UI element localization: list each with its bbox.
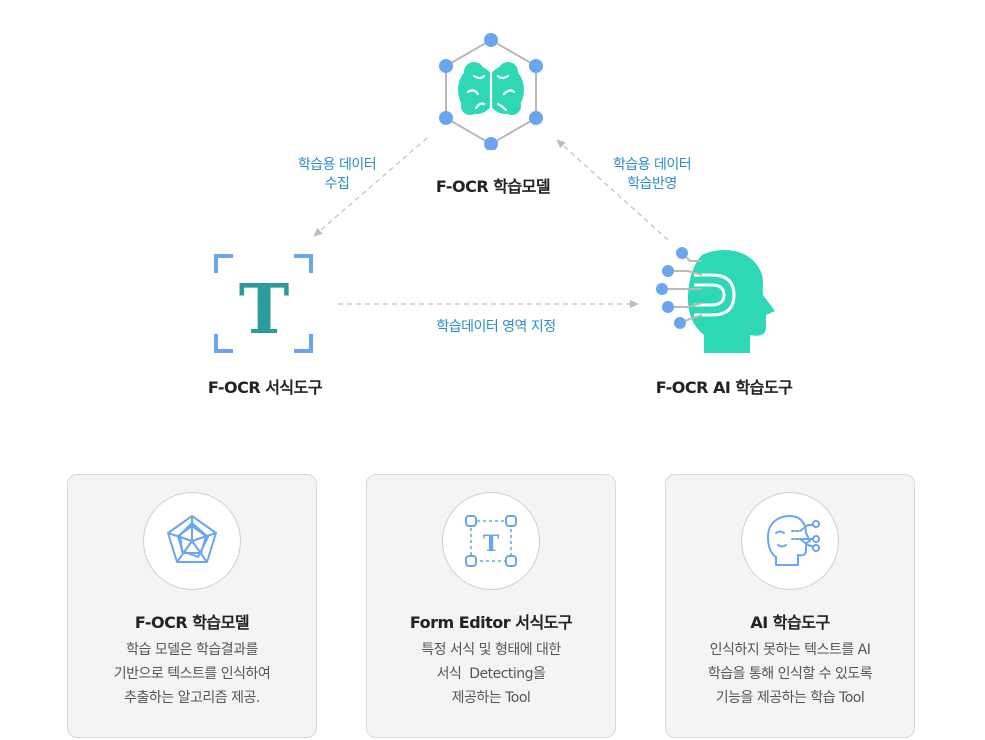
card-desc-line: 인식하지 못하는 텍스트를 AI xyxy=(709,642,871,658)
edge-region-label: 학습데이터 영역 지정 xyxy=(436,319,556,335)
card-desc-line: 특정 서식 및 형태에 대한 xyxy=(421,642,561,658)
card-desc-line: 기능을 제공하는 학습 Tool xyxy=(715,690,865,706)
node-format-tool-label: F-OCR 서식도구 xyxy=(207,378,323,397)
card-icon-circle xyxy=(741,492,839,590)
brain-network-icon xyxy=(439,33,543,150)
svg-text:T: T xyxy=(483,531,500,557)
card-title: F-OCR 학습모델 xyxy=(134,613,250,632)
card-icon-circle: T xyxy=(442,492,540,590)
svg-text:T: T xyxy=(239,270,290,350)
card-title: AI 학습도구 xyxy=(750,613,830,632)
card-desc-line: 기반으로 텍스트를 인식하여 xyxy=(113,666,271,682)
card-icon-circle xyxy=(143,492,241,590)
diagram-connectors xyxy=(313,137,669,308)
card-form-editor: T Form Editor 서식도구 특정 서식 및 형태에 대한 서식 Det… xyxy=(366,474,616,738)
card-description: 학습 모델은 학습결과를 기반으로 텍스트를 인식하여 추출하는 알고리즘 제공… xyxy=(68,638,316,710)
edge-collect-label: 학습용 데이터 수집 xyxy=(282,156,392,194)
ai-face-icon xyxy=(767,515,820,566)
edge-collect-line xyxy=(313,137,428,237)
radar-chart-icon xyxy=(167,515,217,563)
edge-reflect-label: 학습용 데이터 학습반영 xyxy=(597,156,707,194)
card-desc-line: 서식 Detecting을 xyxy=(436,666,546,682)
card-title: Form Editor 서식도구 xyxy=(409,613,573,632)
edge-collect-line1: 학습용 데이터 xyxy=(297,157,377,173)
card-description: 인식하지 못하는 텍스트를 AI 학습을 통해 인식할 수 있도록 기능을 제공… xyxy=(666,638,914,710)
ai-head-icon xyxy=(656,247,775,353)
card-ai-tool: AI 학습도구 인식하지 못하는 텍스트를 AI 학습을 통해 인식할 수 있도… xyxy=(665,474,915,738)
text-frame-icon: T xyxy=(214,254,313,353)
card-desc-line: 학습을 통해 인식할 수 있도록 xyxy=(707,666,873,682)
text-select-icon: T xyxy=(465,515,517,567)
node-ai-tool-label: F-OCR AI 학습도구 xyxy=(655,378,793,397)
edge-reflect-line xyxy=(556,139,669,241)
node-model-label: F-OCR 학습모델 xyxy=(435,177,551,196)
edge-reflect-line1: 학습용 데이터 xyxy=(612,157,692,173)
card-description: 특정 서식 및 형태에 대한 서식 Detecting을 제공하는 Tool xyxy=(367,638,615,710)
edge-collect-line2: 수집 xyxy=(324,176,350,192)
card-learning-model: F-OCR 학습모델 학습 모델은 학습결과를 기반으로 텍스트를 인식하여 추… xyxy=(67,474,317,738)
card-desc-line: 추출하는 알고리즘 제공. xyxy=(124,690,260,706)
edge-reflect-line2: 학습반영 xyxy=(627,176,677,192)
card-desc-line: 제공하는 Tool xyxy=(451,690,531,706)
card-desc-line: 학습 모델은 학습결과를 xyxy=(126,642,258,658)
